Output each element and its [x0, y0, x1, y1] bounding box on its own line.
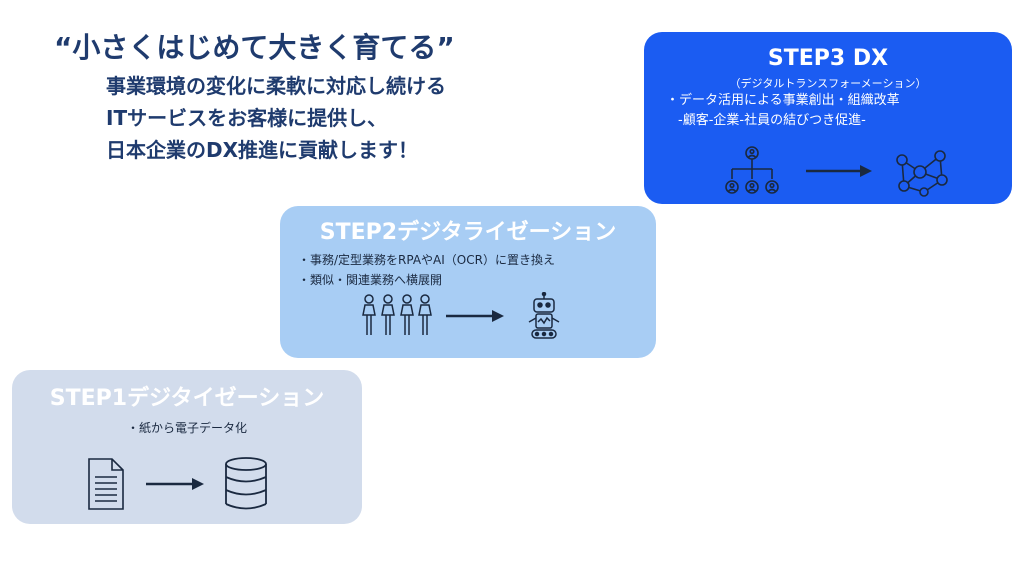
- step2-bullets: ・事務/定型業務をRPAやAI（OCR）に置き換え ・類似・関連業務へ横展開: [298, 250, 656, 290]
- arrow-right-icon: [806, 165, 872, 177]
- step1-title: STEP1デジタイゼーション: [49, 386, 325, 411]
- headline-lines: 事業環境の変化に柔軟に対応し続ける ITサービスをお客様に提供し、 日本企業のD…: [106, 70, 455, 166]
- step3-bullets: ・データ活用による事業創出・組織改革 -顧客-企業-社員の結びつき促進-: [666, 91, 1012, 131]
- step3-subtitle: （デジタルトランスフォーメーション）: [729, 77, 927, 90]
- step2-bullet: ・事務/定型業務をRPAやAI（OCR）に置き換え: [298, 253, 555, 267]
- step1-card: STEP1デジタイゼーション ・紙から電子データ化: [12, 370, 362, 524]
- network-icon: [896, 150, 948, 197]
- robot-icon: [528, 292, 560, 339]
- step2-title: STEP2デジタライゼーション: [319, 220, 617, 245]
- step1-bullets: ・紙から電子データ化: [12, 418, 362, 438]
- document-icon: [88, 458, 124, 510]
- step3-title: STEP3 DX: [767, 46, 889, 71]
- headline-line: 日本企業のDX推進に貢献します！: [106, 138, 419, 162]
- database-icon: [225, 457, 267, 510]
- step2-icons: [360, 292, 564, 340]
- step1-icons: [86, 456, 270, 512]
- arrow-right-icon: [446, 310, 504, 322]
- headline-line: ITサービスをお客様に提供し、: [106, 106, 388, 130]
- org-chart-icon: [725, 146, 779, 194]
- arrow-right-icon: [146, 478, 204, 490]
- step1-bullet: ・紙から電子データ化: [126, 421, 247, 435]
- step2-card: STEP2デジタライゼーション ・事務/定型業務をRPAやAI（OCR）に置き換…: [280, 206, 656, 358]
- step3-bullet: -顧客-企業-社員の結びつき促進-: [678, 113, 866, 128]
- headline-line: 事業環境の変化に柔軟に対応し続ける: [106, 74, 446, 98]
- step3-icons: [722, 144, 954, 198]
- step3-bullet: ・データ活用による事業創出・組織改革: [666, 93, 900, 108]
- people-icon: [362, 294, 432, 335]
- step2-bullet: ・類似・関連業務へ横展開: [298, 273, 443, 287]
- headline-title: “小さくはじめて大きく育てる”: [54, 31, 455, 64]
- step3-card: STEP3 DX （デジタルトランスフォーメーション） ・データ活用による事業創…: [644, 32, 1012, 204]
- headline: “小さくはじめて大きく育てる” 事業環境の変化に柔軟に対応し続ける ITサービス…: [54, 30, 455, 166]
